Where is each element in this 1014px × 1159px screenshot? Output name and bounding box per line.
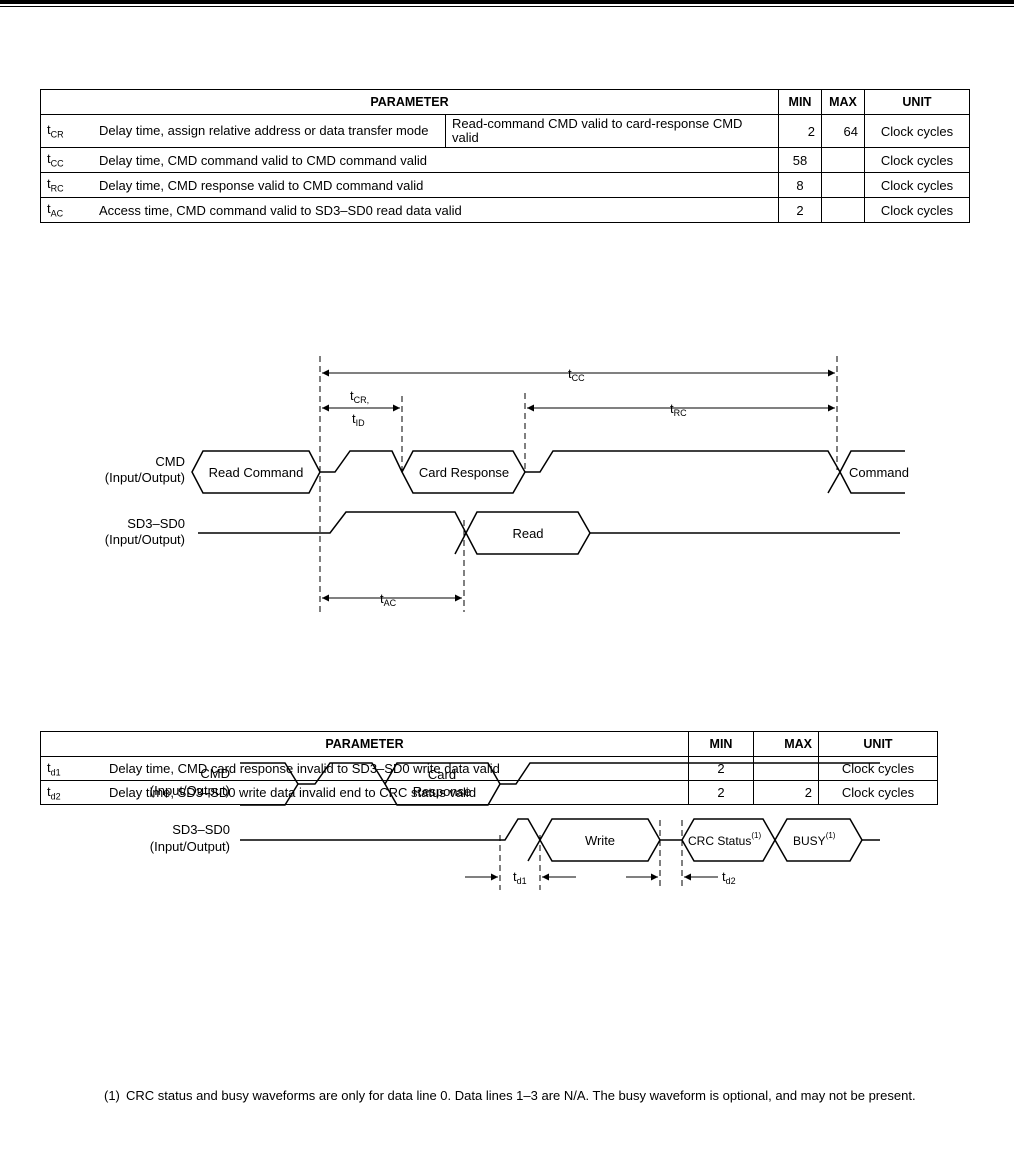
timing-table-write: PARAMETER MIN MAX UNIT td1 Delay time, C… xyxy=(40,731,938,805)
table-header-row: PARAMETER MIN MAX UNIT xyxy=(40,89,970,115)
cmd-waveform-segment xyxy=(240,762,299,806)
header-max: MAX xyxy=(753,731,819,757)
param-unit: Clock cycles xyxy=(864,114,970,148)
sd-waveform-segment xyxy=(240,818,541,841)
param-description: Delay time, CMD card response invalid to… xyxy=(103,756,689,781)
cmd-signal-sublabel: (Input/Output) xyxy=(105,470,185,485)
param-min: 8 xyxy=(778,172,822,198)
t-d2-label: td2 xyxy=(722,869,736,886)
command-label: Command xyxy=(849,465,909,480)
table-row: tAC Access time, CMD command valid to SD… xyxy=(40,197,970,223)
param-symbol: td1 xyxy=(40,756,103,781)
cmd-waveform-segment xyxy=(298,762,386,785)
timing-table-read: PARAMETER MIN MAX UNIT tCR Delay time, a… xyxy=(40,89,970,223)
cmd-waveform-segment xyxy=(500,762,880,785)
cmd-signal-label: CMD xyxy=(155,454,185,469)
cmd-waveform-segment xyxy=(827,471,841,494)
param-unit: Clock cycles xyxy=(818,756,938,781)
t-id-label: tID xyxy=(352,411,365,428)
param-max xyxy=(821,172,865,198)
t-ac-label: tAC xyxy=(380,591,397,608)
cmd-waveform-segment xyxy=(525,450,841,473)
sd-waveform-segment xyxy=(198,511,467,534)
t-d1-label: td1 xyxy=(513,869,527,886)
header-min: MIN xyxy=(778,89,822,115)
param-condition: Read-command CMD valid to card-response … xyxy=(445,114,779,148)
sd-signal-label: SD3–SD0 xyxy=(172,822,230,837)
param-unit: Clock cycles xyxy=(864,147,970,173)
sd-signal-sublabel: (Input/Output) xyxy=(150,839,230,854)
sd-signal-label: SD3–SD0 xyxy=(127,516,185,531)
header-rule-thick xyxy=(0,0,1014,4)
header-unit: UNIT xyxy=(864,89,970,115)
param-max: 2 xyxy=(753,780,819,805)
t-rc-label: tRC xyxy=(670,401,687,418)
param-min: 2 xyxy=(778,197,822,223)
param-min: 2 xyxy=(778,114,822,148)
param-symbol: tCR xyxy=(40,114,93,148)
cmd-signal-sublabel: (Input/Output) xyxy=(150,783,230,798)
table-row: tCR Delay time, assign relative address … xyxy=(40,114,970,148)
param-description: Access time, CMD command valid to SD3–SD… xyxy=(93,197,779,223)
header-rule-thin xyxy=(0,6,1014,7)
header-unit: UNIT xyxy=(818,731,938,757)
footnote: (1) CRC status and busy waveforms are on… xyxy=(104,1088,924,1104)
table-row: tRC Delay time, CMD response valid to CM… xyxy=(40,172,970,198)
command-box-top xyxy=(839,450,905,473)
sd-waveform-segment xyxy=(454,532,467,555)
header-parameter: PARAMETER xyxy=(40,89,779,115)
param-max xyxy=(821,147,865,173)
busy-label: BUSY(1) xyxy=(793,831,836,848)
sd-signal-sublabel: (Input/Output) xyxy=(105,532,185,547)
param-description: Delay time, CMD response valid to CMD co… xyxy=(93,172,779,198)
footnote-number: (1) xyxy=(104,1088,120,1103)
param-unit: Clock cycles xyxy=(864,197,970,223)
t-cc-label: tCC xyxy=(568,366,585,383)
read-timing-diagram xyxy=(191,356,905,612)
cmd-signal-label: CMD xyxy=(200,766,230,781)
param-symbol: tAC xyxy=(40,197,93,223)
read-label: Read xyxy=(512,526,543,541)
card-response-label: Card Response xyxy=(419,465,509,480)
read-diagram-labels: CMD (Input/Output) SD3–SD0 (Input/Output… xyxy=(105,366,909,608)
param-unit: Clock cycles xyxy=(818,780,938,805)
table-row: td1 Delay time, CMD card response invali… xyxy=(40,756,938,781)
footnote-text: CRC status and busy waveforms are only f… xyxy=(126,1088,916,1103)
card-response-label-line2: Response xyxy=(413,784,472,799)
write-timing-diagram xyxy=(240,762,880,890)
table-row: td2 Delay time, SD3–SD0 write data inval… xyxy=(40,780,938,805)
t-cr-label: tCR, xyxy=(350,388,369,405)
param-symbol: td2 xyxy=(40,780,103,805)
write-label: Write xyxy=(585,833,615,848)
card-response-label-line1: Card xyxy=(428,767,456,782)
param-min: 2 xyxy=(688,756,754,781)
write-diagram-labels: CMD (Input/Output) SD3–SD0 (Input/Output… xyxy=(150,766,836,886)
cmd-waveform-segment xyxy=(320,450,403,473)
read-command-label: Read Command xyxy=(209,465,304,480)
sd-waveform-segment xyxy=(527,839,541,862)
command-box-bottom xyxy=(839,471,905,494)
crc-status-label: CRC Status(1) xyxy=(688,831,761,848)
